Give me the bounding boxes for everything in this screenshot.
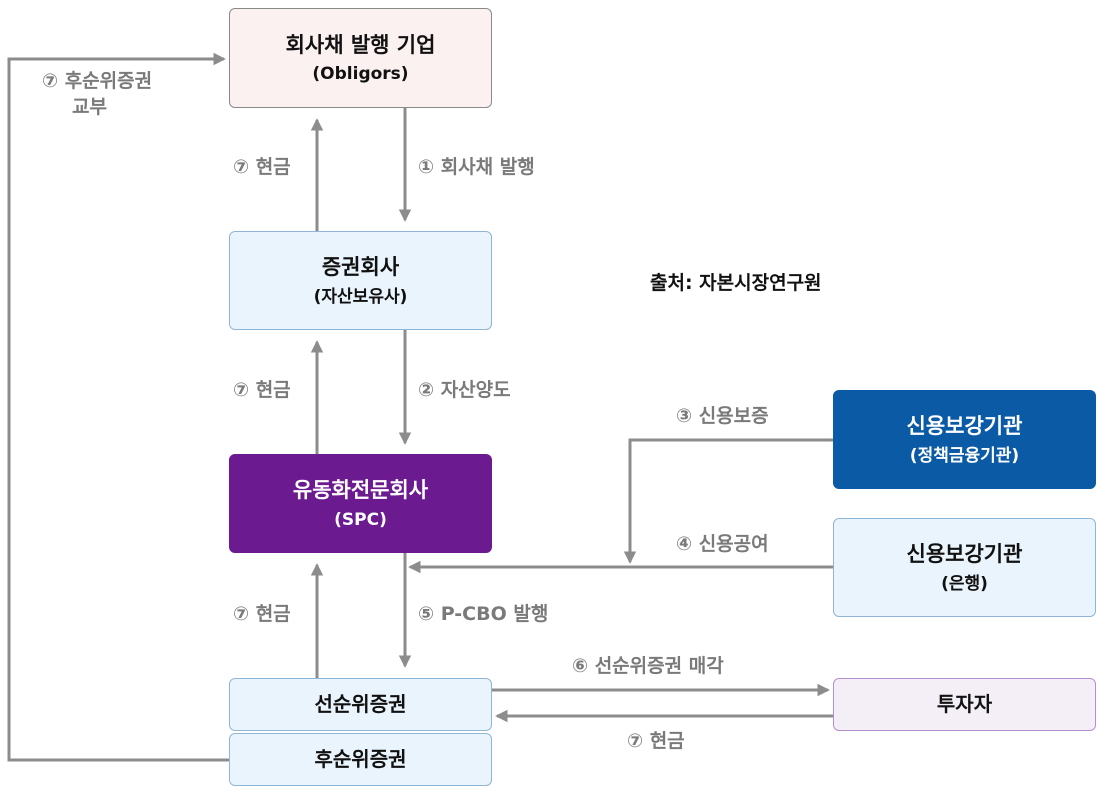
node-obligors-subtitle: (Obligors) (312, 64, 409, 85)
node-guarantor-policy-subtitle: (정책금융기관) (909, 445, 1020, 466)
label-cash-top: ⑦ 현금 (233, 156, 291, 178)
node-senior-title: 선순위증권 (314, 692, 407, 716)
label-credit-guarantee: ③ 신용보증 (676, 405, 769, 427)
label-issue-bonds: ① 회사채 발행 (418, 156, 535, 178)
node-obligors-title: 회사채 발행 기업 (285, 32, 436, 57)
node-spc-title: 유동화전문회사 (292, 478, 429, 503)
label-cash-low: ⑦ 현금 (233, 603, 291, 625)
label-subordinated-delivery-line2: 교부 (72, 95, 107, 118)
node-guarantor-policy: 신용보강기관 (정책금융기관) (833, 390, 1096, 489)
arrow-credit-guarantee (623, 438, 833, 564)
node-securities-title: 증권회사 (321, 255, 400, 280)
label-cash-investor: ⑦ 현금 (627, 730, 685, 752)
node-obligors: 회사채 발행 기업 (Obligors) (229, 8, 492, 108)
arrow-subordinated-delivery (7, 52, 230, 762)
node-investor-title: 투자자 (936, 692, 993, 716)
node-senior-securities: 선순위증권 (229, 678, 492, 731)
node-guarantor-bank-subtitle: (은행) (941, 573, 988, 594)
label-senior-sale: ⑥ 선순위증권 매각 (572, 655, 724, 677)
source-note: 출처: 자본시장연구원 (650, 272, 822, 294)
node-investor: 투자자 (833, 678, 1096, 731)
label-subordinated-delivery-line1: ⑦ 후순위증권 (42, 70, 153, 92)
label-cash-mid: ⑦ 현금 (233, 379, 291, 401)
label-credit-line: ④ 신용공여 (676, 533, 769, 555)
label-subordinated-delivery: ⑦ 후순위증권 교부 (42, 69, 152, 120)
node-subordinated-securities: 후순위증권 (229, 733, 492, 786)
node-subordinated-title: 후순위증권 (314, 747, 407, 771)
label-asset-transfer: ② 자산양도 (418, 379, 511, 401)
node-securities-subtitle: (자산보유사) (313, 286, 408, 307)
node-spc: 유동화전문회사 (SPC) (229, 454, 492, 553)
node-guarantor-bank: 신용보강기관 (은행) (833, 518, 1096, 617)
node-guarantor-policy-title: 신용보강기관 (906, 414, 1023, 439)
label-pcbo-issue: ⑤ P-CBO 발행 (418, 603, 549, 625)
node-securities: 증권회사 (자산보유사) (229, 231, 492, 330)
node-spc-subtitle: (SPC) (334, 509, 387, 530)
node-guarantor-bank-title: 신용보강기관 (906, 542, 1023, 567)
